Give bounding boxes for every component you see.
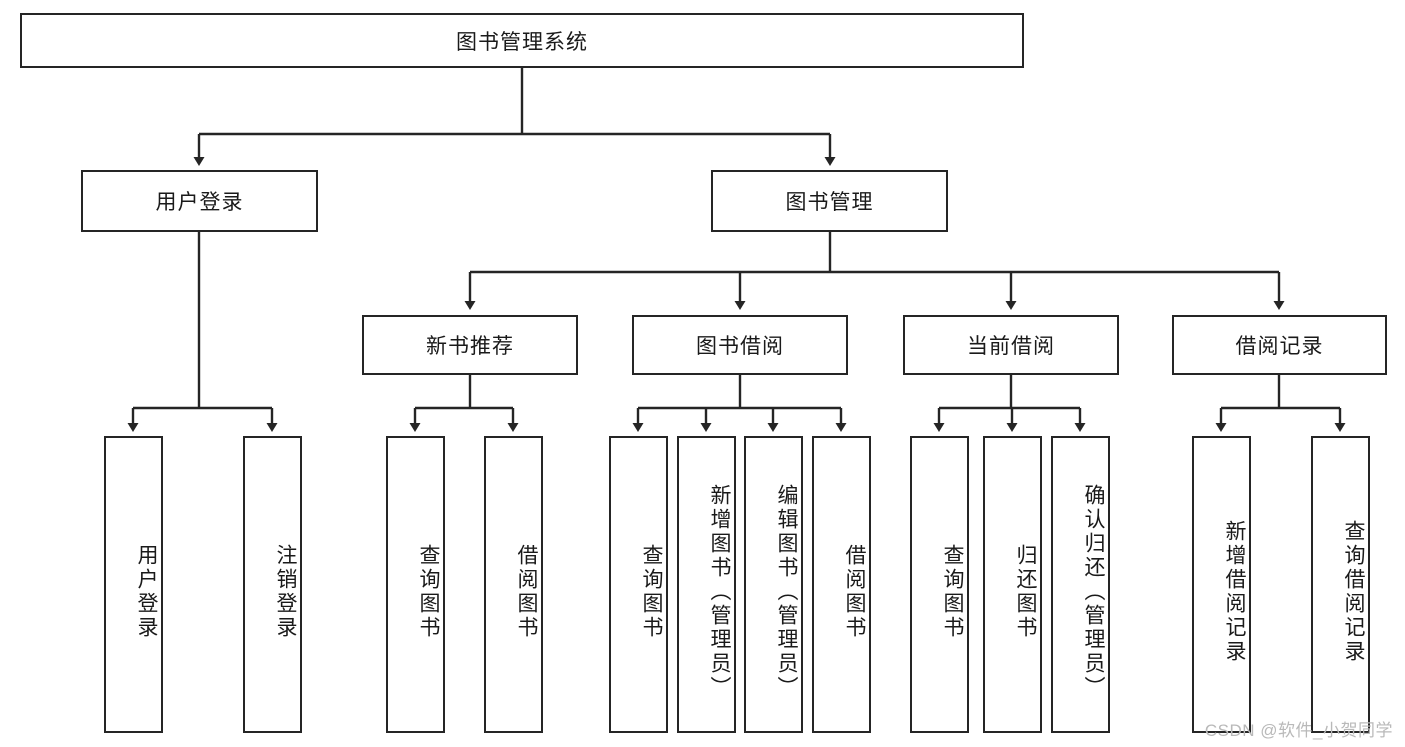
leaf-node-label: 用户登录	[135, 543, 158, 640]
edges-records-to-leaves	[1215, 375, 1346, 432]
node-borrow-records-label: 借阅记录	[1235, 335, 1324, 358]
leaf-node[interactable]: 查询图书	[910, 436, 969, 733]
node-root-label: 图书管理系统	[456, 30, 588, 54]
edges-root-to-level2	[193, 68, 836, 166]
node-new-book-recommend-label: 新书推荐	[426, 335, 514, 358]
leaf-node[interactable]: 借阅图书	[484, 436, 543, 733]
edges-borrow-to-leaves	[632, 375, 847, 432]
node-book-management-label: 图书管理	[785, 191, 874, 214]
leaf-node[interactable]: 新增借阅记录	[1192, 436, 1251, 733]
leaf-node[interactable]: 查询图书	[386, 436, 445, 733]
leaf-node-label: 查询图书	[941, 543, 964, 640]
node-user-login-label: 用户登录	[155, 191, 244, 214]
node-current-borrow[interactable]: 当前借阅	[903, 315, 1119, 375]
leaf-node-label: 借阅图书	[515, 543, 538, 640]
leaf-node[interactable]: 确认归还（管理员）	[1051, 436, 1110, 733]
leaf-node-label: 归还图书	[1014, 543, 1037, 640]
leaf-node[interactable]: 查询借阅记录	[1311, 436, 1370, 733]
leaf-node-label: 新增图书（管理员）	[708, 483, 731, 700]
leaf-node-label: 注销登录	[274, 543, 297, 640]
edges-userlogin-to-leaves	[127, 232, 278, 432]
leaf-node[interactable]: 编辑图书（管理员）	[744, 436, 803, 733]
leaf-node[interactable]: 新增图书（管理员）	[677, 436, 736, 733]
node-book-borrow-label: 图书借阅	[696, 335, 784, 358]
node-current-borrow-label: 当前借阅	[967, 335, 1055, 358]
edges-bookmgmt-to-level3	[464, 232, 1285, 310]
leaf-node[interactable]: 归还图书	[983, 436, 1042, 733]
leaf-node-label: 借阅图书	[843, 543, 866, 640]
node-borrow-records[interactable]: 借阅记录	[1172, 315, 1387, 375]
leaf-node-label: 查询图书	[417, 543, 440, 640]
leaf-node-label: 确认归还（管理员）	[1082, 483, 1105, 700]
leaf-node[interactable]: 注销登录	[243, 436, 302, 733]
node-new-book-recommend[interactable]: 新书推荐	[362, 315, 578, 375]
node-book-borrow[interactable]: 图书借阅	[632, 315, 848, 375]
watermark: CSDN @软件_小贺同学	[1204, 721, 1393, 740]
node-user-login[interactable]: 用户登录	[81, 170, 318, 232]
leaf-node[interactable]: 用户登录	[104, 436, 163, 733]
leaf-node-label: 查询借阅记录	[1342, 519, 1365, 664]
node-root[interactable]: 图书管理系统	[20, 13, 1024, 68]
node-book-management[interactable]: 图书管理	[711, 170, 948, 232]
edges-current-to-leaves	[933, 375, 1086, 432]
leaf-node[interactable]: 借阅图书	[812, 436, 871, 733]
leaf-node-label: 编辑图书（管理员）	[775, 483, 798, 700]
edges-newbook-to-leaves	[409, 375, 519, 432]
leaf-node-label: 查询图书	[640, 543, 663, 640]
leaf-node[interactable]: 查询图书	[609, 436, 668, 733]
leaf-node-label: 新增借阅记录	[1223, 519, 1246, 664]
